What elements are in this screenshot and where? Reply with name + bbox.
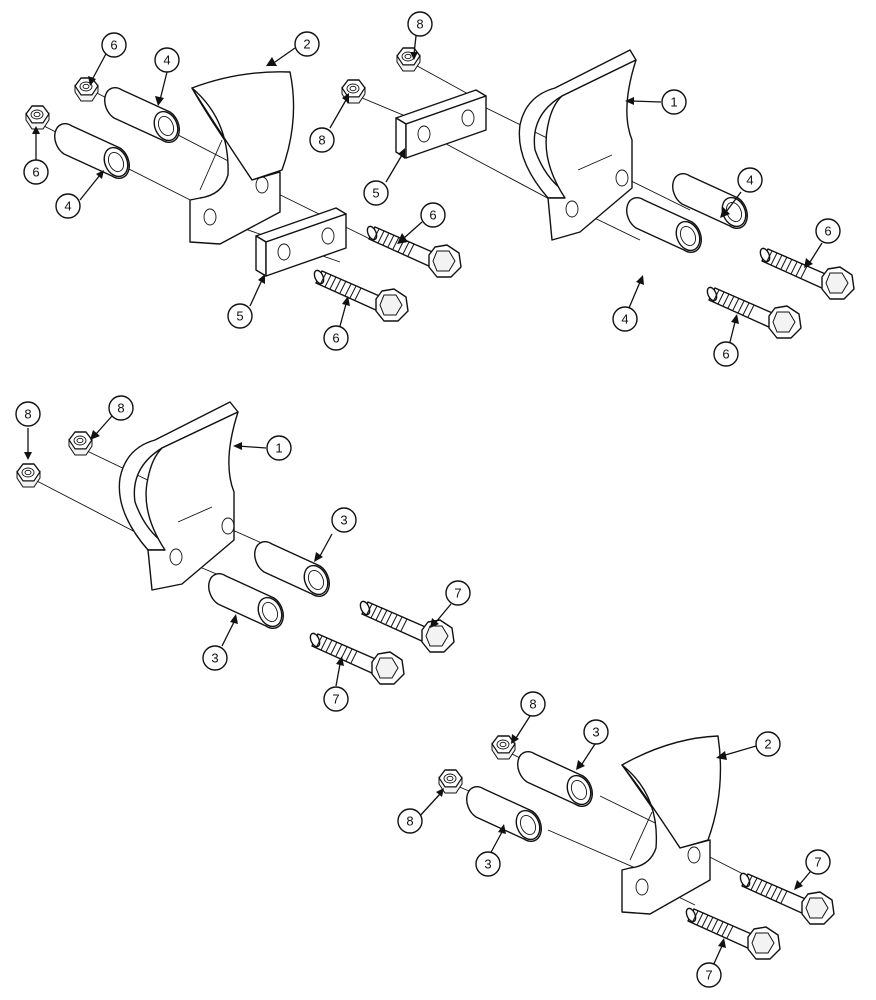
callout-balloon: 6 (101, 32, 127, 58)
callout-balloon: 8 (520, 691, 546, 717)
callout-balloon: 3 (583, 719, 609, 745)
callout-balloon: 7 (323, 686, 349, 712)
svg-text:3: 3 (484, 857, 491, 872)
svg-text:6: 6 (429, 208, 436, 223)
callout-balloon: 7 (696, 962, 722, 988)
callout-balloon: 6 (323, 325, 349, 351)
svg-text:8: 8 (529, 697, 536, 712)
svg-text:7: 7 (705, 968, 712, 983)
callout-balloon: 1 (661, 89, 687, 115)
svg-text:4: 4 (746, 173, 753, 188)
svg-text:3: 3 (592, 725, 599, 740)
svg-text:4: 4 (64, 199, 71, 214)
svg-text:8: 8 (406, 814, 413, 829)
svg-text:1: 1 (275, 441, 282, 456)
svg-text:4: 4 (621, 312, 628, 327)
svg-text:8: 8 (117, 401, 124, 416)
svg-text:2: 2 (303, 37, 310, 52)
svg-text:2: 2 (764, 737, 771, 752)
callout-balloon: 7 (445, 580, 471, 606)
svg-text:7: 7 (814, 855, 821, 870)
svg-text:8: 8 (416, 17, 423, 32)
svg-text:6: 6 (32, 165, 39, 180)
callout-balloon: 8 (15, 401, 41, 427)
callout-balloon: 7 (805, 849, 831, 875)
callout-balloon: 4 (55, 193, 81, 219)
assembly-top-left (25, 71, 462, 322)
callout-balloon: 4 (737, 167, 763, 193)
assembly-bottom-right (438, 735, 835, 960)
svg-text:8: 8 (24, 407, 31, 422)
callout-balloon: 6 (23, 159, 49, 185)
callout-balloon: 3 (202, 645, 228, 671)
callout-balloon: 8 (309, 127, 335, 153)
assembly-top-right (341, 47, 855, 339)
svg-text:5: 5 (372, 186, 379, 201)
callout-balloon: 3 (475, 851, 501, 877)
svg-text:3: 3 (211, 651, 218, 666)
callout-balloon: 4 (612, 306, 638, 332)
callout-balloon: 8 (407, 11, 433, 37)
callout-balloon: 3 (331, 507, 357, 533)
svg-text:5: 5 (236, 309, 243, 324)
svg-text:7: 7 (332, 692, 339, 707)
assembly-middle-left (16, 401, 455, 685)
callout-balloon: 5 (227, 303, 253, 329)
svg-text:6: 6 (110, 38, 117, 53)
callout-balloon: 4 (154, 47, 180, 73)
svg-text:4: 4 (163, 53, 170, 68)
svg-text:6: 6 (722, 347, 729, 362)
callout-balloons: 6 6 4 4 2 5 6 6 8 8 1 5 4 6 4 6 8 8 1 3 … (15, 11, 841, 988)
callout-balloon: 6 (713, 341, 739, 367)
svg-text:1: 1 (670, 95, 677, 110)
callout-balloon: 8 (108, 395, 134, 421)
callout-balloon: 5 (363, 180, 389, 206)
callout-balloon: 2 (755, 731, 781, 757)
callout-balloon: 6 (815, 218, 841, 244)
svg-text:6: 6 (824, 224, 831, 239)
svg-text:7: 7 (454, 586, 461, 601)
callout-balloon: 6 (420, 202, 446, 228)
svg-text:3: 3 (340, 513, 347, 528)
callout-balloon: 1 (266, 435, 292, 461)
callout-balloon: 2 (294, 31, 320, 57)
svg-text:8: 8 (318, 133, 325, 148)
svg-text:6: 6 (332, 331, 339, 346)
callout-balloon: 8 (397, 808, 423, 834)
